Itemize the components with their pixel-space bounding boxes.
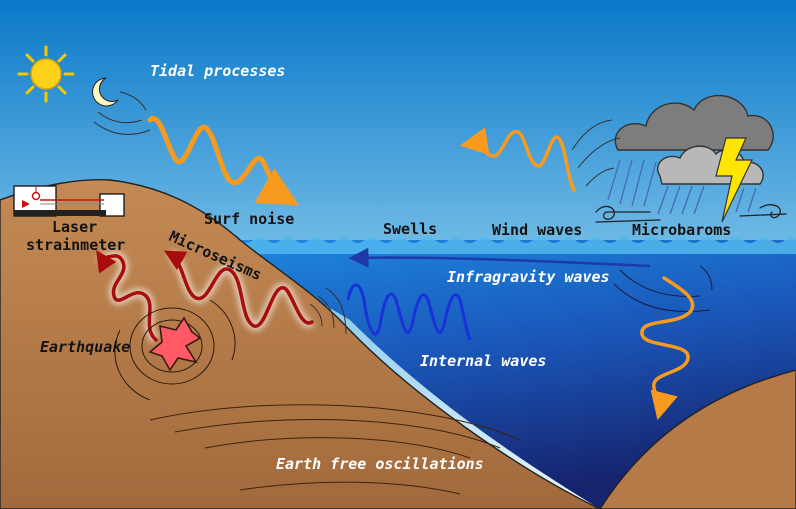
land — [0, 178, 601, 509]
wind-wave-arrow — [459, 127, 576, 192]
earthquake-wave — [95, 250, 160, 344]
seafloor-edge — [599, 369, 796, 509]
laser-strainmeter-icon — [13, 185, 125, 217]
tidal-wave-arrow — [147, 115, 300, 206]
label-earthquake: Earthquake — [40, 338, 130, 356]
label-laser-line2: strainmeter — [26, 236, 125, 254]
label-surf-noise: Surf noise — [204, 210, 294, 228]
earth-free-oscillation-arcs — [149, 404, 521, 495]
internal-waves — [346, 283, 472, 341]
microbarom-arrow — [640, 276, 695, 421]
sun-icon — [17, 45, 75, 103]
earthquake-icon — [148, 316, 202, 372]
coast-arcs — [309, 287, 347, 335]
sea-surface — [225, 237, 796, 254]
rain-streaks — [607, 159, 757, 215]
label-tidal-processes: Tidal processes — [150, 62, 285, 80]
label-internal-waves: Internal waves — [420, 352, 546, 370]
tidal-arcs — [93, 91, 151, 135]
infragravity-arrow — [348, 247, 651, 268]
wind-gust-icon — [595, 204, 787, 223]
label-swells: Swells — [383, 220, 437, 238]
microseism-wave — [163, 249, 315, 331]
earthquake-arcs — [114, 299, 236, 401]
wind-wave-arcs — [571, 119, 621, 187]
label-wind-waves: Wind waves — [492, 221, 582, 239]
label-infragravity-waves: Infragravity waves — [447, 268, 610, 286]
lightning-icon — [715, 137, 753, 223]
label-earth-free-oscillations: Earth free oscillations — [276, 455, 484, 473]
moon-icon — [92, 77, 119, 107]
label-microbaroms: Microbaroms — [632, 221, 731, 239]
label-laser-line1: Laser — [52, 218, 97, 236]
